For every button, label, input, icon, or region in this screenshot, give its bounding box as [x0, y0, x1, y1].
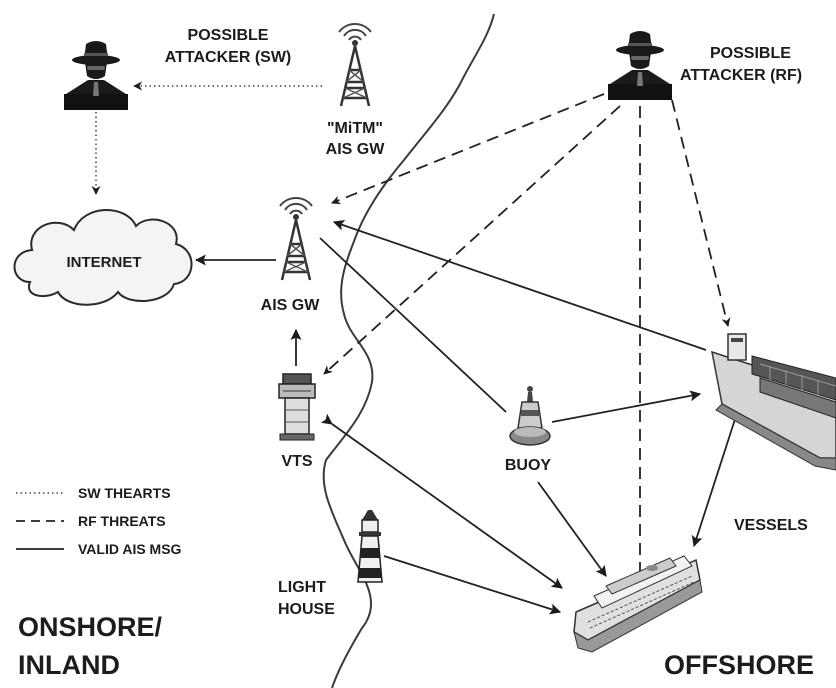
legend-rf-label: RF THREATS [78, 513, 166, 529]
hacker-icon [64, 41, 128, 110]
vts-label: VTS [281, 453, 312, 470]
cloud-icon [13, 209, 193, 306]
container-ship-to-ais-gw [332, 220, 707, 351]
ais-gw-label: AIS GW [261, 297, 321, 314]
buoy-icon [509, 386, 551, 446]
legend: SW THEARTS RF THREATS VALID AIS MSG [16, 485, 182, 557]
rf-threat-to-vts [323, 105, 621, 375]
hacker-icon [608, 31, 672, 100]
lighthouse-icon [357, 510, 383, 583]
internet-label: INTERNET [67, 254, 142, 271]
lighthouse-label-line1: LIGHT [278, 579, 326, 596]
buoy-to-cruise-ship [537, 481, 607, 577]
lighthouse-to-cruise-ship [383, 555, 562, 615]
legend-sw-label: SW THEARTS [78, 485, 171, 501]
attacker-sw-label-line2: ATTACKER (SW) [165, 49, 292, 66]
rf-threat-to-ais-gw [331, 93, 605, 205]
radio-tower-icon [337, 22, 373, 108]
buoy-label: BUOY [505, 457, 552, 474]
attacker-rf-label-line1: POSSIBLE [710, 45, 791, 62]
offshore-label: OFFSHORE [664, 650, 814, 680]
container-ship-icon [711, 333, 836, 471]
legend-valid-label: VALID AIS MSG [78, 541, 182, 557]
vts-tower-icon [278, 373, 316, 441]
cruise-ship-icon [573, 555, 703, 653]
onshore-label-line1: ONSHORE/ [18, 612, 163, 642]
attacker-sw-label-line1: POSSIBLE [188, 27, 269, 44]
container-to-cruise-link [691, 398, 747, 548]
buoy-to-container-ship [551, 390, 702, 423]
vessels-label: VESSELS [734, 517, 808, 534]
rf-threat-to-container-ship [671, 99, 731, 327]
mitm-gw-label-line2: AIS GW [326, 141, 386, 158]
lighthouse-label-line2: HOUSE [278, 601, 335, 618]
buoy-to-ais-gw [319, 237, 507, 413]
vts-cruise-ship-link [320, 413, 563, 589]
onshore-label-line2: INLAND [18, 650, 120, 680]
radio-tower-icon [278, 196, 314, 282]
attacker-rf-label-line2: ATTACKER (RF) [680, 67, 802, 84]
mitm-gw-label-line1: "MiTM" [327, 120, 383, 137]
